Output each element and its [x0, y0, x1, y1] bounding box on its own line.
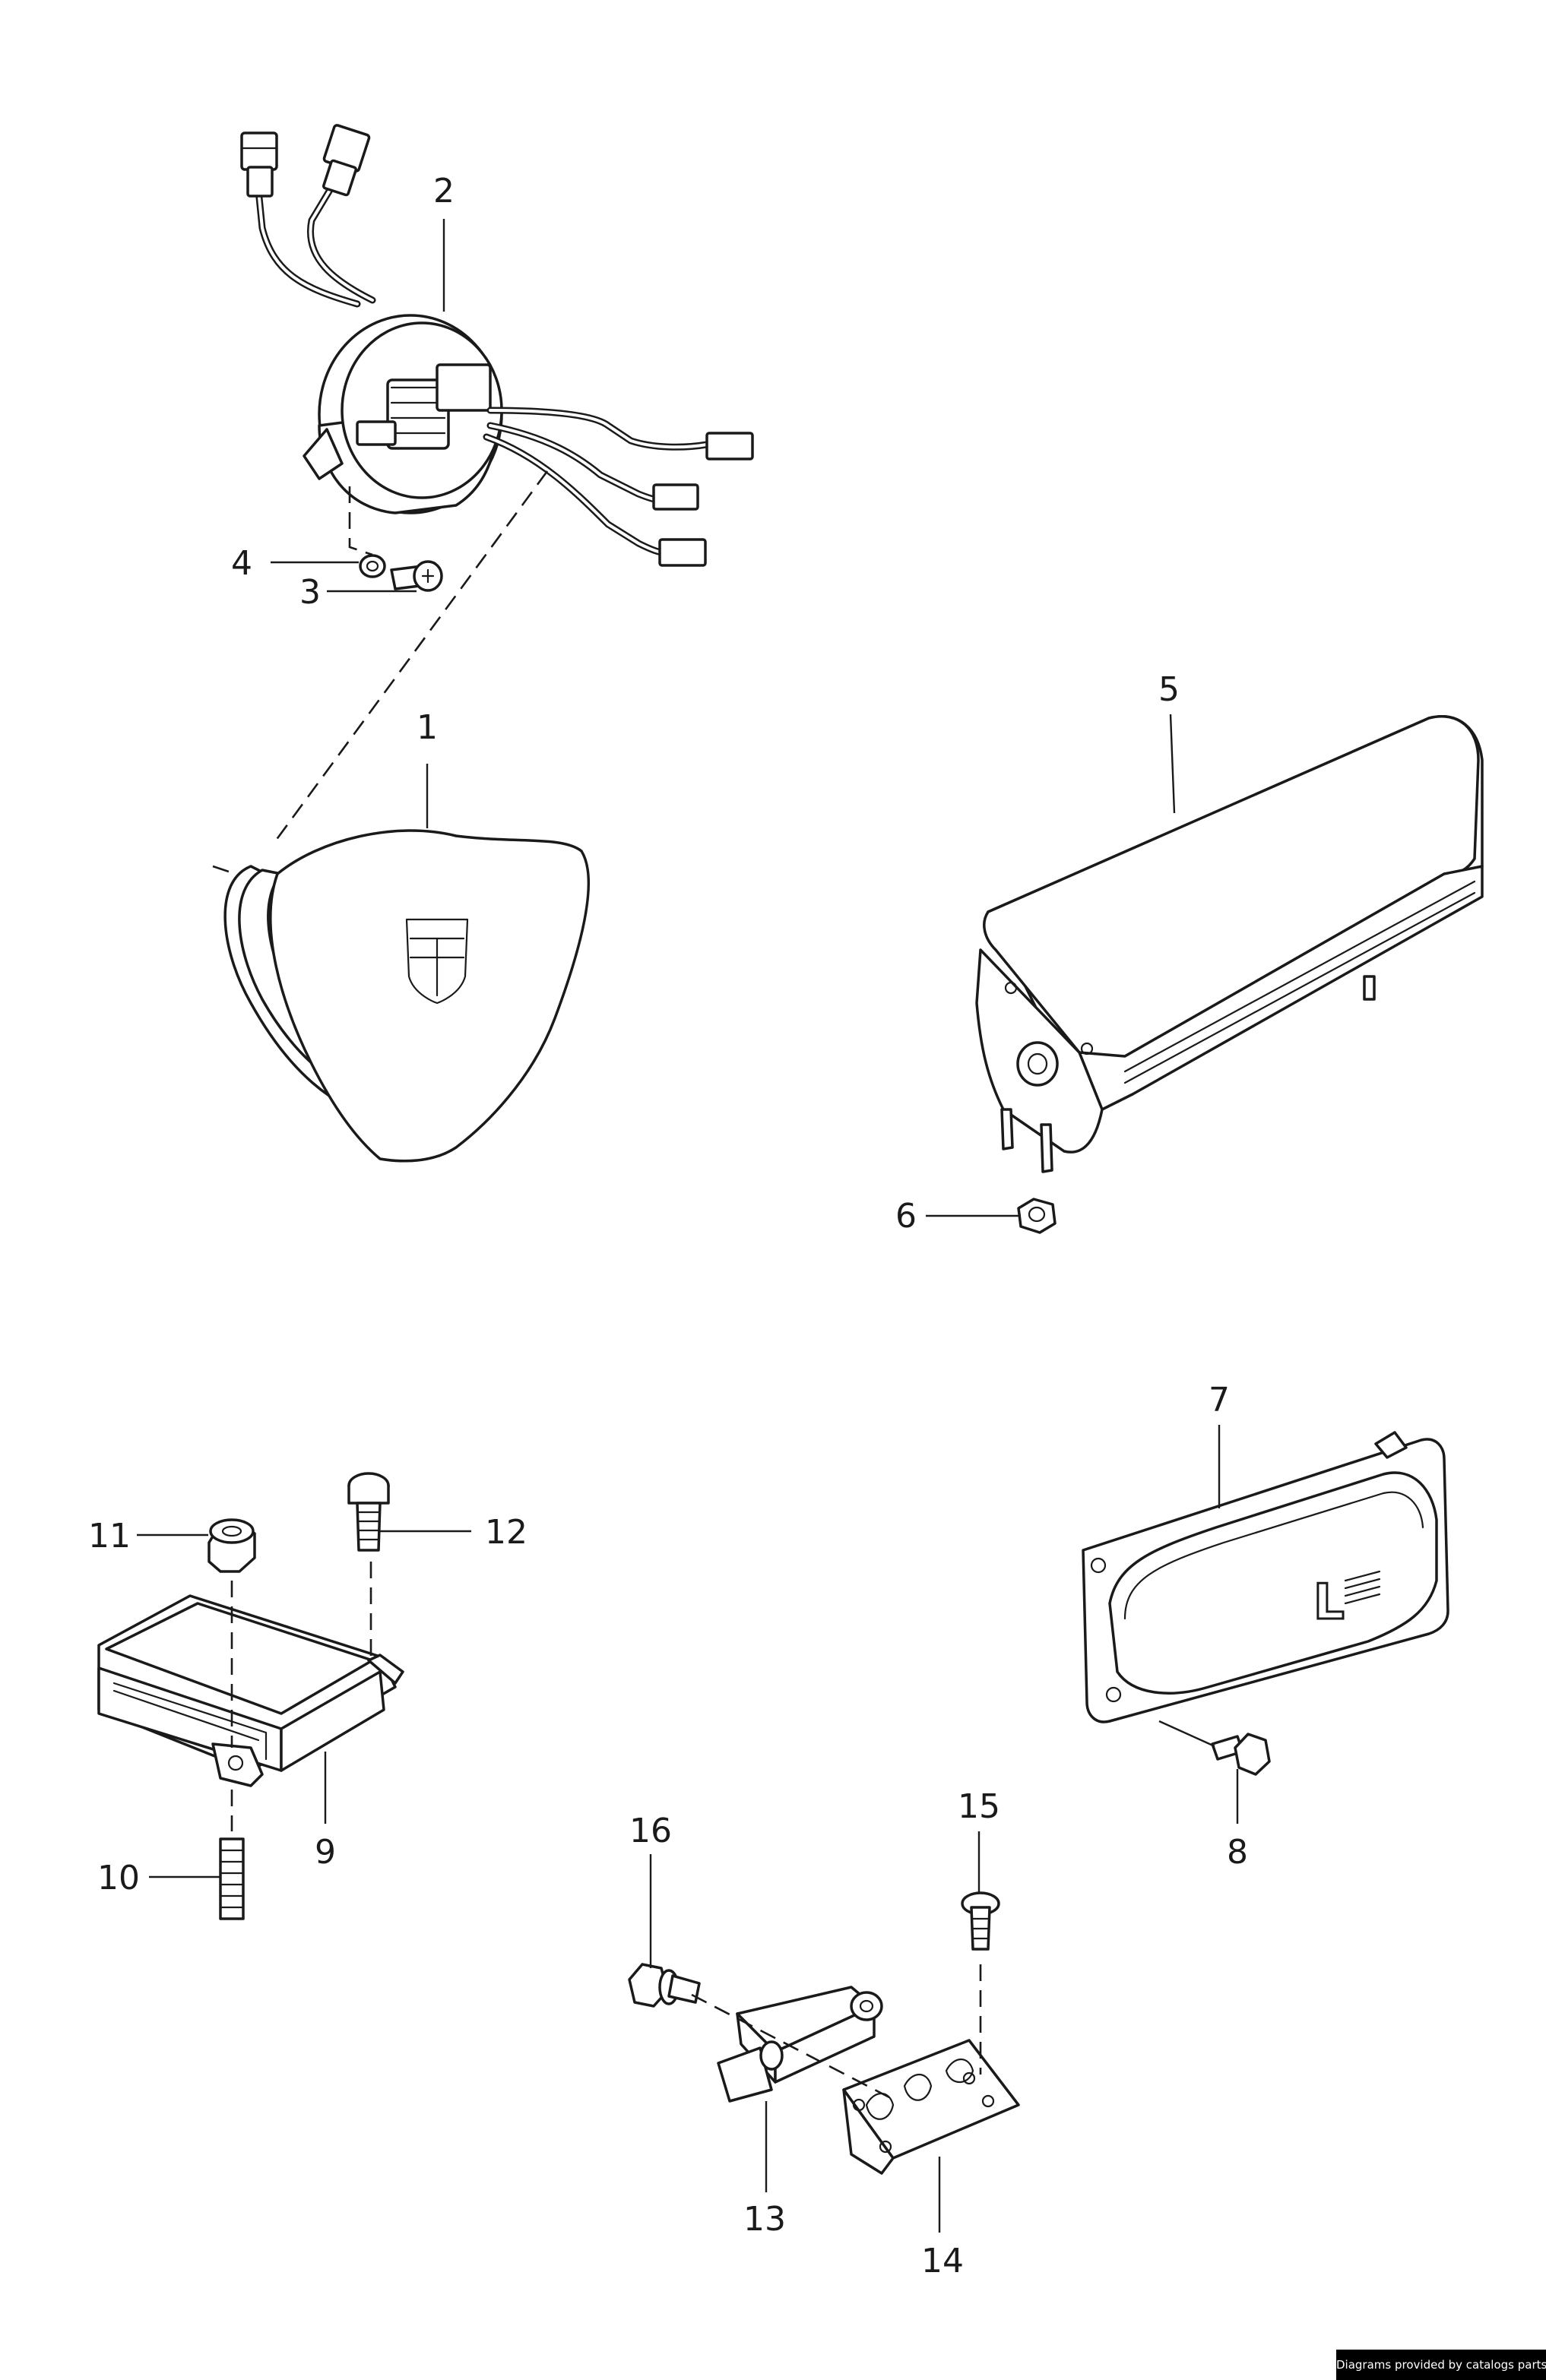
part-5-passenger-airbag[interactable] [975, 715, 1484, 1173]
part-15-screw[interactable] [961, 1891, 1000, 1951]
part-14-bracket[interactable] [842, 2039, 1020, 2175]
part-6-nut[interactable] [1017, 1198, 1057, 1234]
part-3-screw[interactable] [390, 560, 443, 592]
callout-14: 14 [921, 2242, 964, 2280]
callout-11: 11 [88, 1517, 131, 1556]
part-12-bolt[interactable] [347, 1472, 390, 1552]
callout-labels: 2 4 3 1 5 6 7 12 11 8 9 10 15 16 13 14 [88, 172, 1248, 2280]
callout-15: 15 [958, 1787, 1000, 1826]
connector-e-icon [658, 538, 707, 567]
connector-c-icon [705, 432, 754, 460]
part-11-nut[interactable] [208, 1518, 256, 1573]
part-9-control-unit[interactable] [97, 1594, 404, 1787]
callout-13: 13 [743, 2200, 786, 2239]
provider-credit-text: Diagrams provided by catalogs parts [1336, 2358, 1546, 2372]
callout-4: 4 [231, 544, 252, 583]
part-4-washer[interactable] [359, 554, 386, 578]
callout-7: 7 [1209, 1381, 1230, 1419]
callout-10: 10 [97, 1859, 140, 1897]
callout-16: 16 [629, 1812, 672, 1850]
callout-1: 1 [417, 708, 438, 747]
provider-credit-badge: Diagrams provided by catalogs parts [1336, 2350, 1546, 2380]
callout-8: 8 [1227, 1833, 1248, 1872]
part-2-clock-spring[interactable] [240, 124, 754, 567]
part-8-bolt[interactable] [1211, 1733, 1271, 1776]
callout-5: 5 [1158, 670, 1180, 709]
callout-6: 6 [895, 1197, 917, 1236]
crest-logo-icon [405, 918, 469, 1005]
callout-9: 9 [315, 1833, 336, 1872]
part-1-driver-airbag[interactable] [223, 829, 591, 1163]
connector-d-icon [652, 483, 699, 511]
part-16-bolt[interactable] [628, 1963, 701, 2008]
part-10-stud[interactable] [219, 1837, 245, 1920]
connector-a-icon [240, 131, 278, 198]
part-7-side-airbag[interactable]: L [1082, 1431, 1449, 1723]
airbag-badge-letter: L [1313, 1575, 1345, 1631]
callout-2: 2 [433, 172, 455, 210]
badge-stripes-icon [1344, 1570, 1381, 1605]
leader-lines [137, 219, 1239, 2233]
callout-3: 3 [299, 573, 321, 612]
connector-b-icon [322, 124, 371, 197]
callout-12: 12 [485, 1513, 527, 1552]
